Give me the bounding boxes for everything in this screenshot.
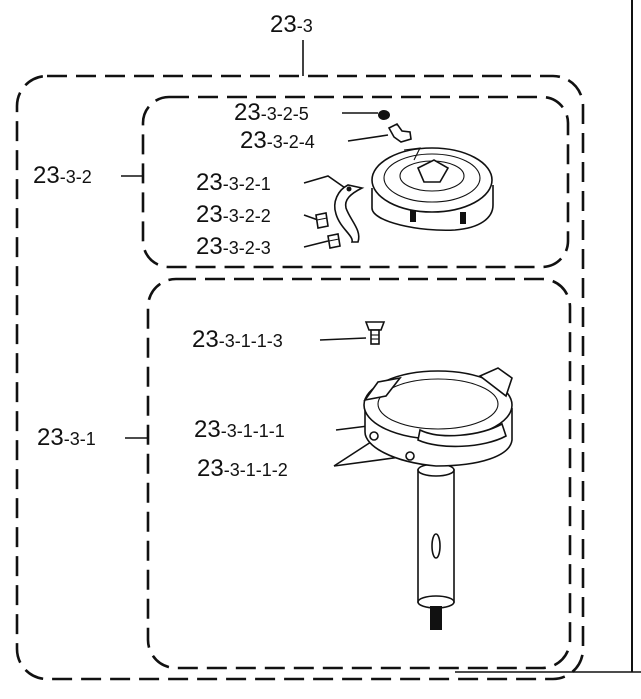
leader-23-3-1-1-3 [319, 337, 367, 341]
label-23-3-1-1-1: 23-3-1-1-1 [194, 416, 285, 443]
label-23-3-2-5: 23-3-2-5 [234, 99, 309, 126]
shaft-hole [431, 533, 441, 559]
bobbin-case-group-box [141, 95, 570, 269]
screw-part-3-2-3 [327, 233, 341, 249]
leader-23-3-2-3 [303, 240, 329, 248]
slot-2 [460, 212, 466, 224]
label-23-3-2-4: 23-3-2-4 [240, 127, 315, 154]
screw-thread-3-2-2 [316, 217, 328, 221]
bobbin-case-drawing [315, 110, 494, 249]
hook-flange [417, 422, 507, 448]
leader-23-3-2-1 [303, 175, 349, 191]
rotary-hook-group-box [146, 277, 572, 670]
label-23-3-1-1-3: 23-3-1-1-3 [192, 326, 283, 353]
bobbin-case-tab [403, 147, 421, 161]
label-23-3-2-3: 23-3-2-3 [196, 233, 271, 260]
leader-23-3-1-1-1 [335, 425, 369, 431]
hook-screw-1 [369, 431, 379, 441]
hook-race [377, 378, 499, 430]
outer-group-box [15, 74, 585, 681]
label-23-3-2: 23-3-2 [33, 162, 92, 189]
slot-1 [410, 210, 416, 222]
screw-thread-3-2-3 [328, 238, 340, 242]
shaft-tip [430, 606, 442, 630]
latch-part-3-2-4 [387, 122, 412, 143]
leader-23-3-2-2 [303, 214, 319, 221]
screw-head-3-1-1-3 [364, 321, 386, 331]
label-23-3-1-1-2: 23-3-1-1-2 [197, 455, 288, 482]
nut-part-3-2-5 [378, 110, 390, 120]
label-23-3: 23-3 [270, 11, 313, 38]
leader-23-3-2-4 [347, 134, 389, 142]
spring-hole [346, 186, 352, 192]
spring-part-3-2-1 [333, 184, 365, 243]
rotary-hook-drawing [363, 321, 513, 630]
label-23-3-2-2: 23-3-2-2 [196, 201, 271, 228]
hook-point [363, 376, 402, 402]
label-23-3-2-1: 23-3-2-1 [196, 169, 271, 196]
hook-screw-2 [405, 451, 415, 461]
leader-23-3-1-1-2-a [333, 439, 375, 467]
screw-part-3-2-2 [315, 212, 329, 229]
bobbin-case-rim [383, 153, 481, 203]
screw-shank-3-1-1-3 [370, 329, 380, 345]
bobbin-case-tension [416, 159, 450, 183]
label-23-3-1: 23-3-1 [37, 424, 96, 451]
hook-gib [478, 367, 513, 398]
